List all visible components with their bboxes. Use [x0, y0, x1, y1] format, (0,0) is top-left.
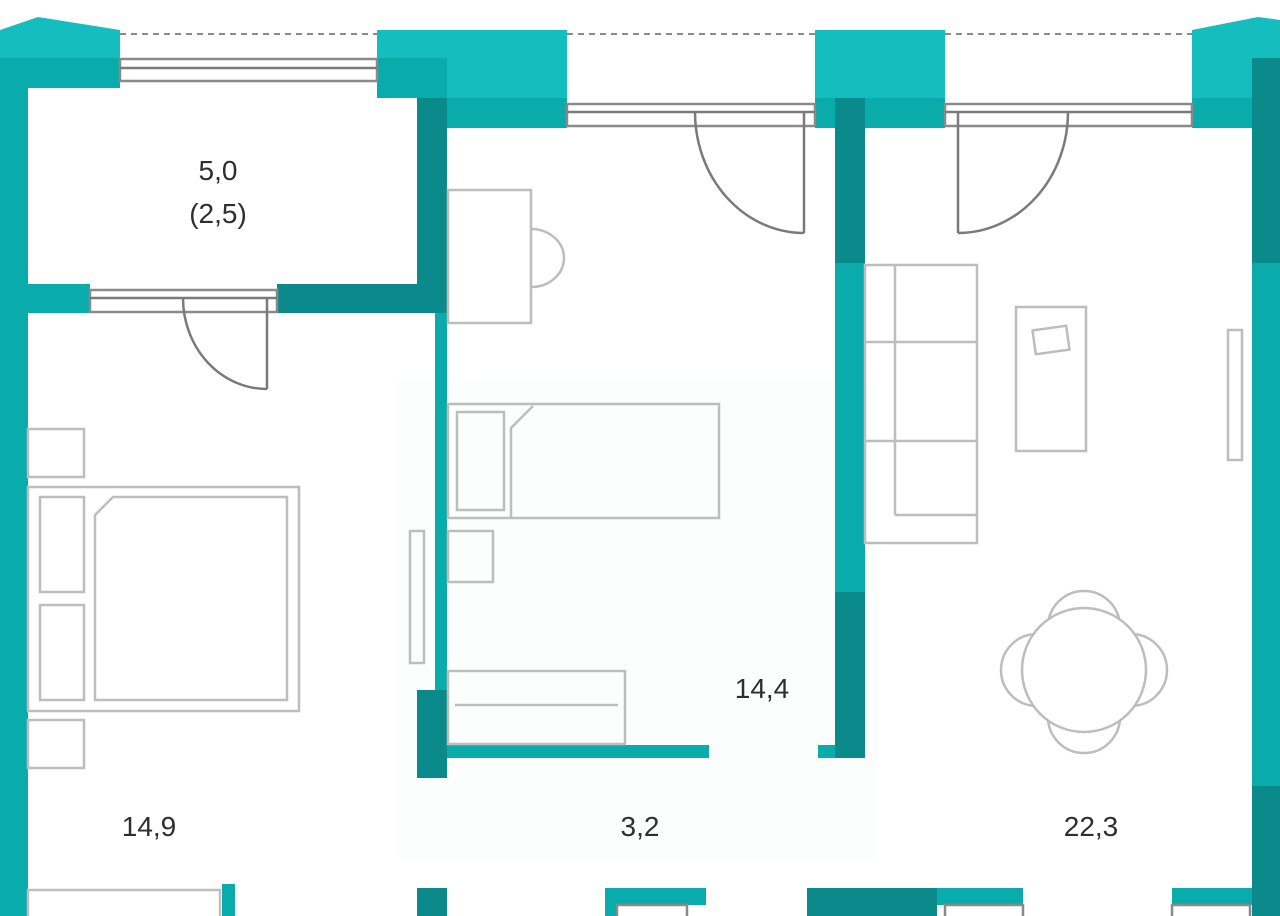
hallway-floor — [398, 378, 878, 858]
furniture — [26, 188, 1244, 916]
living-room-area: 22,3 — [1064, 811, 1119, 842]
windows — [88, 57, 1252, 916]
balcony-area: 5,0 — [199, 155, 238, 186]
doors — [181, 111, 1070, 391]
walls — [0, 17, 1280, 916]
balcony-reduced-area: (2,5) — [189, 198, 247, 229]
bedroom-1-area: 14,9 — [122, 811, 177, 842]
bedroom-2-area: 14,4 — [735, 673, 790, 704]
hallway-area: 3,2 — [621, 811, 660, 842]
